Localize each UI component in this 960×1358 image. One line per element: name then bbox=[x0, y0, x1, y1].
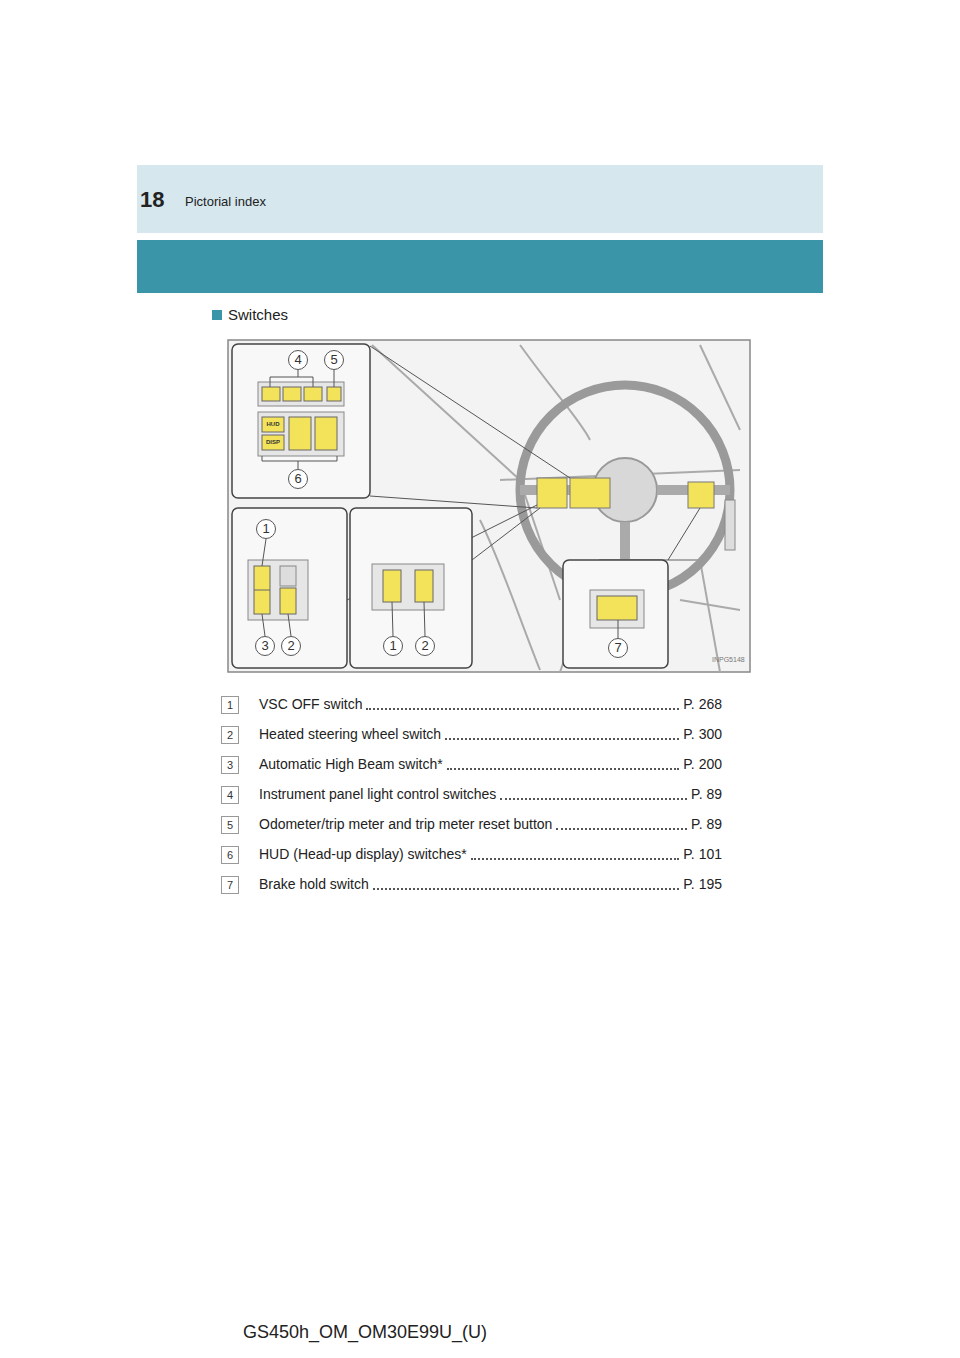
list-number: 1 bbox=[221, 696, 239, 714]
section-title: Pictorial index bbox=[185, 194, 266, 210]
list-number: 6 bbox=[221, 846, 239, 864]
dot-leader bbox=[445, 738, 679, 740]
item-name: Automatic High Beam switch* bbox=[259, 756, 443, 773]
header-band: 18 Pictorial index bbox=[137, 165, 823, 233]
item-name: Odometer/trip meter and trip meter reset… bbox=[259, 816, 552, 833]
item-name: Brake hold switch bbox=[259, 876, 369, 893]
page-reference: P. 268 bbox=[683, 696, 722, 713]
item-name: Heated steering wheel switch bbox=[259, 726, 441, 743]
list-number: 4 bbox=[221, 786, 239, 804]
item-name: VSC OFF switch bbox=[259, 696, 362, 713]
callout-number: 4 bbox=[288, 350, 308, 370]
callout-number: 2 bbox=[281, 636, 301, 656]
list-number: 3 bbox=[221, 756, 239, 774]
list-number: 2 bbox=[221, 726, 239, 744]
page-reference: P. 195 bbox=[683, 876, 722, 893]
section-heading: Switches bbox=[228, 306, 288, 324]
callout-number: 5 bbox=[324, 350, 344, 370]
page-reference: P. 89 bbox=[691, 816, 722, 833]
item-name: HUD (Head-up display) switches* bbox=[259, 846, 467, 863]
page-reference: P. 300 bbox=[683, 726, 722, 743]
dot-leader bbox=[447, 768, 680, 770]
image-code: INPG5148 bbox=[712, 656, 745, 664]
callout-number: 1 bbox=[383, 636, 403, 656]
callout-number: 1 bbox=[256, 519, 276, 539]
button-label: HUD bbox=[267, 421, 280, 428]
dot-leader bbox=[500, 798, 687, 800]
page-reference: P. 101 bbox=[683, 846, 722, 863]
callout-number: 2 bbox=[415, 636, 435, 656]
callout-number: 3 bbox=[255, 636, 275, 656]
footer-code: GS450h_OM_OM30E99U_(U) bbox=[243, 1322, 487, 1344]
page-reference: P. 89 bbox=[691, 786, 722, 803]
dot-leader bbox=[556, 828, 687, 830]
callout-number: 7 bbox=[608, 638, 628, 658]
dot-leader bbox=[373, 888, 680, 890]
item-name: Instrument panel light control switches bbox=[259, 786, 496, 803]
dot-leader bbox=[471, 858, 680, 860]
callout-number: 6 bbox=[288, 469, 308, 489]
page-number: 18 bbox=[140, 187, 164, 213]
page-reference: P. 200 bbox=[683, 756, 722, 773]
dot-leader bbox=[366, 708, 679, 710]
list-number: 5 bbox=[221, 816, 239, 834]
button-label: DISP bbox=[266, 439, 280, 446]
list-number: 7 bbox=[221, 876, 239, 894]
